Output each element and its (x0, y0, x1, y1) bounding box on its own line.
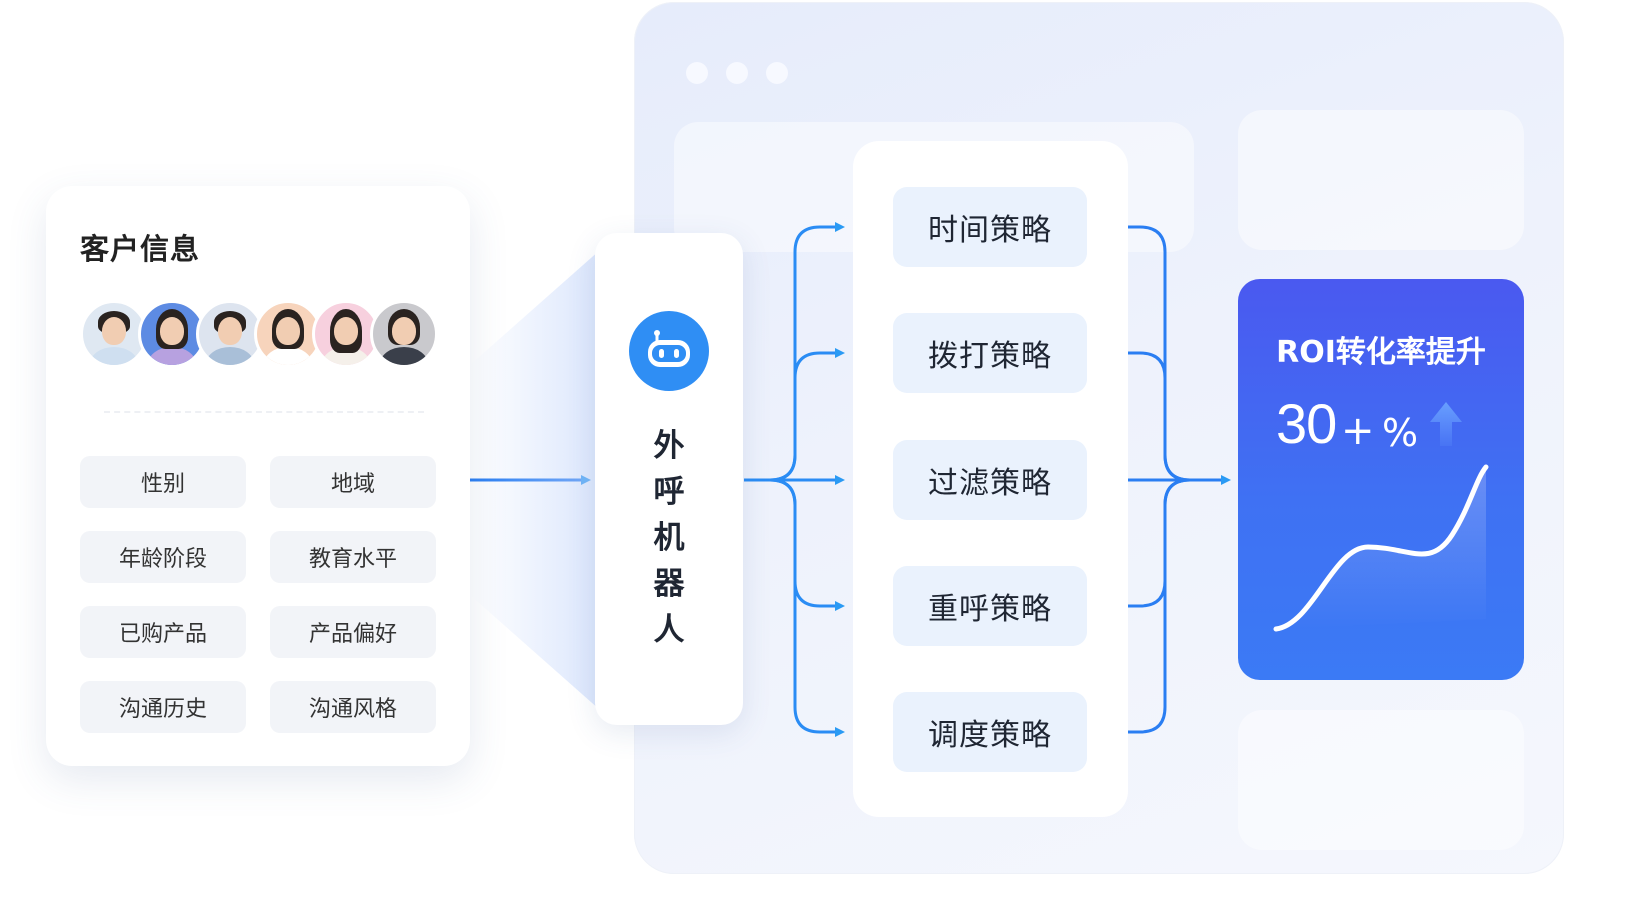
tag-purchased-products[interactable]: 已购产品 (80, 606, 246, 658)
connector-merge-5 (1128, 478, 1191, 734)
connector-merge-4 (1128, 478, 1191, 608)
avatar (370, 300, 438, 368)
strategy-redial[interactable]: 重呼策略 (893, 566, 1087, 646)
tag-product-preference[interactable]: 产品偏好 (270, 606, 436, 658)
avatar (80, 300, 148, 368)
placeholder-block (1238, 110, 1524, 250)
placeholder-block (1238, 710, 1524, 850)
arrow-up-icon (1430, 402, 1462, 446)
roi-trend-curve (1273, 464, 1489, 632)
window-dot (766, 62, 788, 84)
strategy-scheduling[interactable]: 调度策略 (893, 692, 1087, 772)
strategy-dialing[interactable]: 拨打策略 (893, 313, 1087, 393)
roi-title: ROI转化率提升 (1276, 335, 1486, 370)
robot-label: 外 呼 机 器 人 (653, 428, 685, 648)
connector-branch-2 (769, 348, 845, 482)
roi-percent: % (1382, 411, 1419, 455)
customer-info-card: 客户信息 性别 地域 年龄阶段 教育水平 已购产品 产品偏好 沟通历史 沟通风格 (46, 186, 470, 766)
avatar (196, 300, 264, 368)
avatar (138, 300, 206, 368)
strategy-time[interactable]: 时间策略 (893, 187, 1087, 267)
tag-age-group[interactable]: 年龄阶段 (80, 531, 246, 583)
strategy-column: 时间策略 拨打策略 过滤策略 重呼策略 调度策略 (853, 141, 1128, 817)
tag-education[interactable]: 教育水平 (270, 531, 436, 583)
robot-icon (629, 311, 709, 391)
tag-communication-style[interactable]: 沟通风格 (270, 681, 436, 733)
tag-gender[interactable]: 性别 (80, 456, 246, 508)
avatar-group (80, 300, 440, 370)
customer-info-title: 客户信息 (80, 232, 201, 266)
connector-branch-5 (769, 478, 845, 737)
roi-card: ROI转化率提升 30 + % (1238, 279, 1524, 680)
dashed-divider (104, 411, 424, 413)
window-dot (726, 62, 748, 84)
roi-plus: + (1341, 408, 1375, 454)
window-dot (686, 62, 708, 84)
outbound-robot-card: 外 呼 机 器 人 (595, 233, 743, 725)
strategy-filter[interactable]: 过滤策略 (893, 440, 1087, 520)
connector-merge-2 (1128, 351, 1191, 482)
connector-branch-4 (769, 478, 845, 611)
tag-region[interactable]: 地域 (270, 456, 436, 508)
tag-communication-history[interactable]: 沟通历史 (80, 681, 246, 733)
roi-value: 30 (1276, 392, 1337, 455)
